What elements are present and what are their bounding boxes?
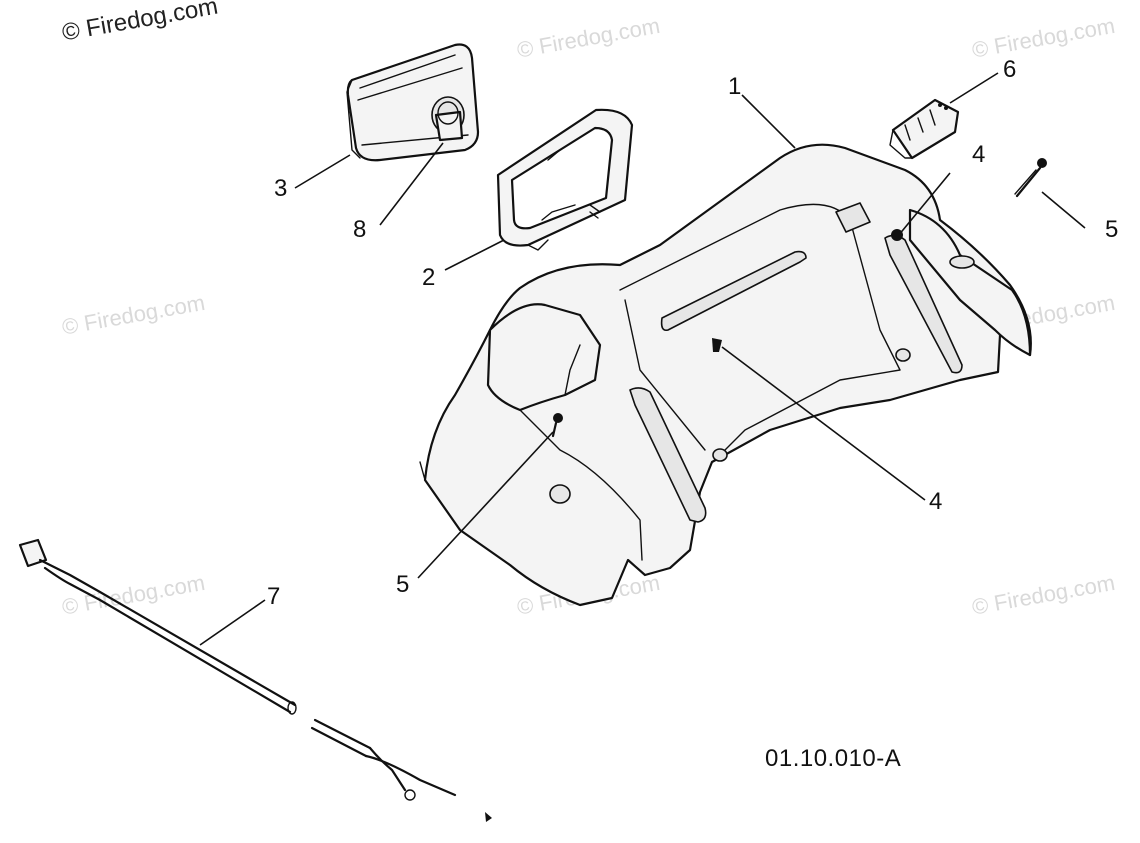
callout-7: 7 [267, 583, 281, 610]
callout-1: 1 [728, 73, 742, 100]
screw-right [1014, 158, 1047, 198]
callout-4-bottom: 4 [929, 488, 943, 515]
main-panel [419, 143, 1032, 607]
callout-6: 6 [1003, 56, 1017, 83]
callout-2: 2 [422, 264, 436, 291]
connector-block [889, 98, 960, 160]
callout-5-left: 5 [396, 571, 410, 598]
bezel-frame [496, 108, 634, 251]
callout-3: 3 [274, 175, 288, 202]
callout-5-right: 5 [1105, 216, 1119, 243]
bulb-socket [431, 96, 465, 142]
leader-lines [199, 72, 1086, 646]
screw-center [712, 338, 722, 352]
figure-code: 01.10.010-A [765, 745, 902, 772]
wire-harness [18, 538, 492, 822]
screw-top-right [891, 229, 903, 241]
callout-4-top: 4 [972, 141, 986, 168]
callout-8: 8 [353, 216, 367, 243]
screw-left [551, 413, 563, 438]
